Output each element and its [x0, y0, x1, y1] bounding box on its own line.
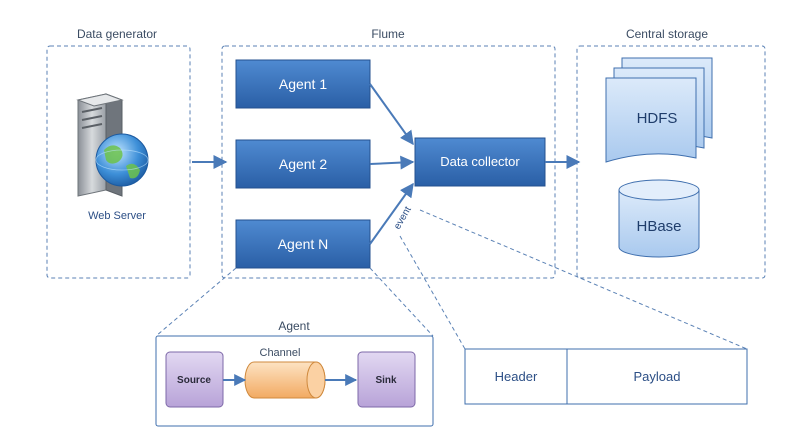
source-label: Source [177, 375, 211, 386]
sink-label: Sink [375, 375, 397, 386]
agent-zoom-line-left [155, 267, 237, 337]
channel-title: Channel [260, 347, 301, 359]
agent-n-to-collector-arrow [369, 182, 414, 245]
agent-2-to-collector-arrow [369, 155, 415, 170]
data-collector-box: Data collector [414, 137, 546, 187]
agent-zoom-line-right [369, 267, 434, 337]
group-title-flume: Flume [371, 27, 405, 41]
source-box: Source [165, 351, 224, 408]
agent-n-box: Agent N [235, 219, 371, 269]
hbase-icon [618, 179, 700, 258]
web-server-label: Web Server [88, 210, 146, 222]
group-title-data-generator: Data generator [77, 27, 157, 41]
agent-2-box: Agent 2 [235, 139, 371, 189]
agent-1-label: Agent 1 [279, 76, 327, 92]
agent-2-label: Agent 2 [279, 156, 327, 172]
group-title-central-storage: Central storage [626, 27, 708, 41]
data-generator-container [46, 45, 191, 279]
event-detail-container [464, 348, 748, 405]
header-field-label: Header [495, 369, 538, 384]
agent-detail-title: Agent [278, 319, 310, 333]
agent-n-label: Agent N [278, 236, 329, 252]
sink-box: Sink [357, 351, 416, 408]
web-server-icon [76, 93, 149, 197]
payload-field-label: Payload [634, 369, 681, 384]
agent-1-box: Agent 1 [235, 59, 371, 109]
hdfs-label: HDFS [637, 110, 678, 127]
hdfs-icon [605, 57, 713, 163]
event-zoom-line-right [419, 209, 748, 350]
channel-cylinder [244, 361, 326, 399]
event-zoom-line-left [399, 235, 466, 350]
hbase-label: HBase [636, 218, 681, 235]
data-collector-label: Data collector [440, 154, 520, 169]
agent-1-to-collector-arrow [369, 83, 414, 146]
